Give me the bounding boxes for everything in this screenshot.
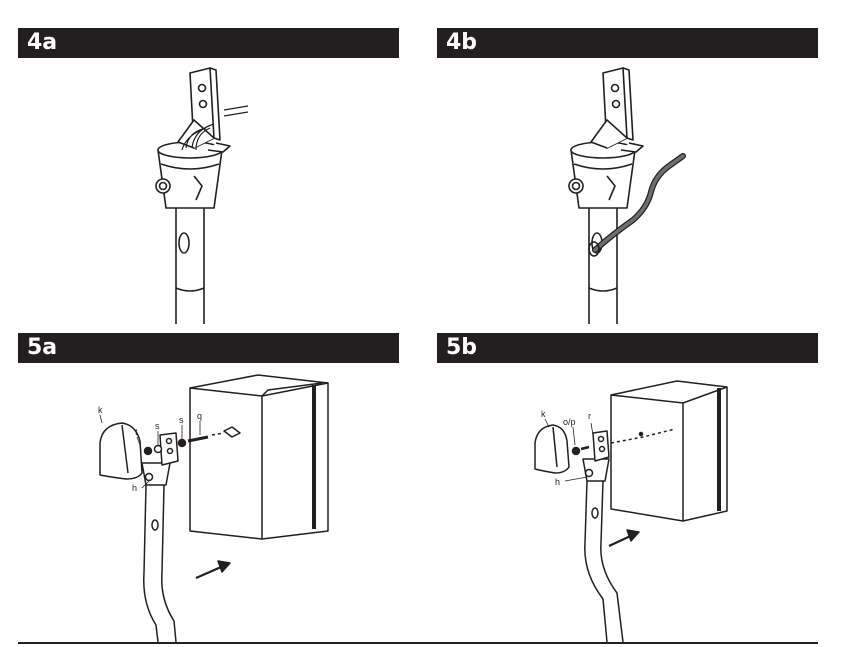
step-5a-illustration: k t s s q h	[98, 374, 329, 642]
step-5b-header: 5b	[437, 333, 818, 363]
step-4b-label: 4b	[446, 30, 478, 55]
step-4b-illustration	[568, 67, 686, 324]
step-5a-label: 5a	[27, 335, 58, 360]
callout-s-2: s	[179, 415, 184, 425]
callout-s-1: s	[155, 421, 160, 431]
callout-r: r	[588, 411, 591, 421]
step-5a-header: 5a	[18, 333, 399, 363]
step-4a-label: 4a	[27, 30, 58, 55]
callout-k: k	[541, 409, 546, 419]
callout-h: h	[132, 483, 137, 493]
bottom-rule	[18, 642, 818, 644]
callout-k: k	[98, 405, 103, 415]
callout-q: q	[197, 411, 202, 421]
callout-h: h	[555, 477, 560, 487]
step-4b-header: 4b	[437, 28, 818, 58]
callout-o-p: o/p	[563, 417, 576, 427]
callout-t: t	[135, 427, 138, 437]
step-4a-illustration	[155, 67, 249, 324]
step-5b-illustration: k o/p r h	[534, 380, 728, 642]
step-4a-header: 4a	[18, 28, 399, 58]
step-5b-label: 5b	[446, 335, 478, 360]
